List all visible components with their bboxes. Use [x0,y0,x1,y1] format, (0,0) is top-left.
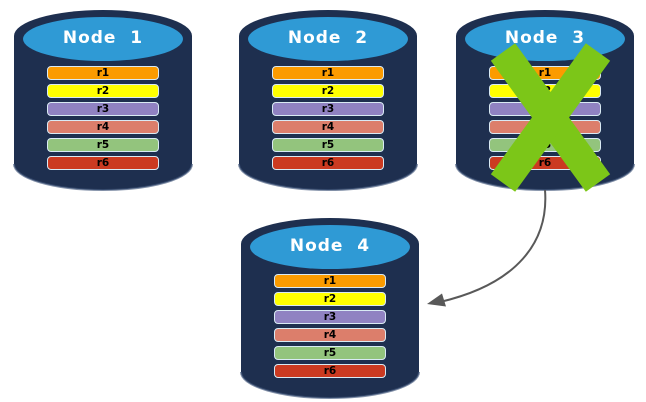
replica-r2: r2 [272,84,384,98]
node-label: Node 4 [289,236,371,256]
replica-list: r1 r2 r3 r4 r5 r6 [272,66,384,170]
replica-r6: r6 [272,156,384,170]
replica-r5: r5 [489,138,601,152]
replica-list: r1 r2 r3 r4 r5 r6 [47,66,159,170]
replica-r4: r4 [489,120,601,134]
node-2: Node 2 r1 r2 r3 r4 r5 r6 [238,8,418,192]
replica-r5: r5 [274,346,386,360]
node-label: Node 3 [504,28,586,48]
replica-r4: r4 [47,120,159,134]
replica-r3: r3 [47,102,159,116]
replica-r4: r4 [272,120,384,134]
replica-r1: r1 [272,66,384,80]
node-3: Node 3 r1 r2 r3 r4 r5 r6 [455,8,635,192]
node-label: Node 1 [62,28,144,48]
replica-r2: r2 [489,84,601,98]
arrow-head [427,293,446,307]
replica-r5: r5 [47,138,159,152]
replica-list: r1 r2 r3 r4 r5 r6 [489,66,601,170]
arrow-curve [439,189,547,303]
replica-r3: r3 [272,102,384,116]
replica-r5: r5 [272,138,384,152]
node-4: Node 4 r1 r2 r3 r4 r5 r6 [240,216,420,400]
replica-r6: r6 [274,364,386,378]
replica-list: r1 r2 r3 r4 r5 r6 [274,274,386,378]
replica-r1: r1 [47,66,159,80]
replica-r1: r1 [489,66,601,80]
replica-r2: r2 [274,292,386,306]
replica-r3: r3 [274,310,386,324]
node-1: Node 1 r1 r2 r3 r4 r5 r6 [13,8,193,192]
replica-r6: r6 [489,156,601,170]
node-label: Node 2 [287,28,369,48]
replica-r3: r3 [489,102,601,116]
replica-r6: r6 [47,156,159,170]
replica-r1: r1 [274,274,386,288]
replica-r2: r2 [47,84,159,98]
replica-r4: r4 [274,328,386,342]
